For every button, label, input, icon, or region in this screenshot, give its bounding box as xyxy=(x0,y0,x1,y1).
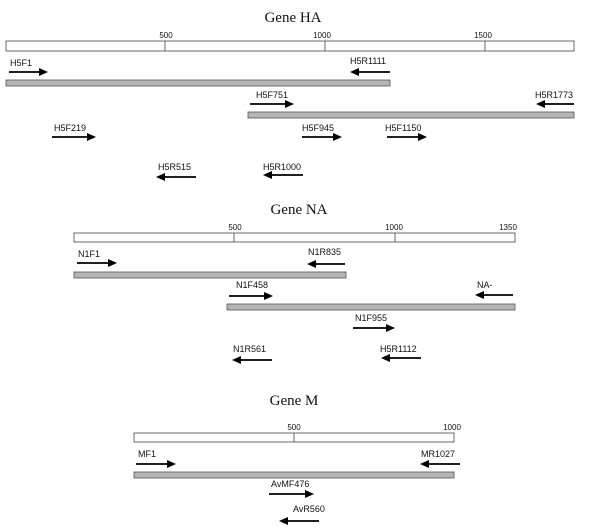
arrowhead-left-icon xyxy=(350,68,359,76)
primer-n1f458: N1F458 xyxy=(229,280,273,300)
primer-mr1027: MR1027 xyxy=(420,449,460,468)
gene-m-tick-label-1000: 1000 xyxy=(443,423,461,432)
primer-h5r515: H5R515 xyxy=(156,162,196,181)
primer-n1f1: N1F1 xyxy=(77,249,117,267)
primer-label: H5F219 xyxy=(54,123,86,133)
primer-h5r1773: H5R1773 xyxy=(535,90,574,108)
primer-label: H5F751 xyxy=(256,90,288,100)
gene-ha-tick-label-500: 500 xyxy=(159,31,173,40)
arrowhead-left-icon xyxy=(307,260,316,268)
gene-m-amplicon-mf1-mr1027 xyxy=(133,471,455,479)
gene-m-title: Gene M xyxy=(270,393,319,409)
primer-h5f1: H5F1 xyxy=(9,58,48,76)
primer-label: H5R1111 xyxy=(350,56,386,66)
primer-label: H5F1150 xyxy=(385,123,421,133)
primer-label: N1R835 xyxy=(308,247,341,257)
arrowhead-left-icon xyxy=(420,460,429,468)
gene-ha-title: Gene HA xyxy=(264,10,321,26)
arrowhead-right-icon xyxy=(39,68,48,76)
primer-n1f955: N1F955 xyxy=(353,313,395,332)
primer-h5f945: H5F945 xyxy=(302,123,342,141)
primer-h5f1150: H5F1150 xyxy=(385,123,427,141)
gene-ha-tick-label-1000: 1000 xyxy=(313,31,331,40)
primer-h5r1111: H5R1111 xyxy=(350,56,390,76)
primer-label: N1R561 xyxy=(233,344,266,354)
primer-label: H5R1000 xyxy=(263,162,301,172)
primer-label: H5F1 xyxy=(10,58,32,68)
primer-label: H5R1112 xyxy=(380,344,417,354)
primer-label: N1F458 xyxy=(236,280,268,290)
primer-h5r1112: H5R1112 xyxy=(380,344,421,362)
primer-label: AvR560 xyxy=(293,504,325,514)
gene-m-panel: Gene M 500 1000 MF1 MR1027 AvMF476 AvR56… xyxy=(133,393,461,525)
primer-mf1: MF1 xyxy=(136,449,176,468)
primer-avmf476: AvMF476 xyxy=(269,479,314,498)
arrowhead-right-icon xyxy=(87,133,96,141)
primer-h5f751: H5F751 xyxy=(250,90,294,108)
arrowhead-left-icon xyxy=(279,517,288,525)
arrowhead-left-icon xyxy=(475,291,484,299)
primer-label: H5F945 xyxy=(302,123,334,133)
gene-m-tick-label-500: 500 xyxy=(287,423,301,432)
arrowhead-right-icon xyxy=(264,292,273,300)
arrowhead-left-icon xyxy=(381,354,390,362)
primer-n1r561: N1R561 xyxy=(232,344,272,364)
arrowhead-left-icon xyxy=(263,171,272,179)
primer-label: N1F955 xyxy=(355,313,387,323)
primer-h5f219: H5F219 xyxy=(52,123,96,141)
gene-na-amplicon-n1f458-na xyxy=(226,303,516,311)
gene-na-title: Gene NA xyxy=(270,202,327,218)
arrowhead-right-icon xyxy=(305,490,314,498)
gene-ha-amplicon-h5f1-h5r1111 xyxy=(5,79,391,87)
arrowhead-right-icon xyxy=(167,460,176,468)
arrowhead-left-icon xyxy=(232,356,241,364)
arrowhead-left-icon xyxy=(536,100,545,108)
primer-label: H5R515 xyxy=(158,162,191,172)
gene-na-tick-label-500: 500 xyxy=(228,223,242,232)
gene-ha-panel: Gene HA 500 1000 1500 H5F1 H5R1111 H5F75… xyxy=(5,10,575,181)
primer-label: NA- xyxy=(477,280,493,290)
gene-ha-tick-label-1500: 1500 xyxy=(474,31,492,40)
arrowhead-right-icon xyxy=(108,259,117,267)
primer-h5r1000: H5R1000 xyxy=(263,162,303,179)
gene-na-amplicon-n1f1-n1r835 xyxy=(73,271,347,279)
gene-ha-scale-bar xyxy=(5,40,575,52)
arrowhead-right-icon xyxy=(418,133,427,141)
primer-label: N1F1 xyxy=(78,249,100,259)
arrowhead-left-icon xyxy=(156,173,165,181)
primer-avr560: AvR560 xyxy=(279,504,325,525)
primer-label: AvMF476 xyxy=(271,479,309,489)
arrowhead-right-icon xyxy=(333,133,342,141)
gene-na-scale-bar xyxy=(73,232,516,243)
gene-na-panel: Gene NA 500 1000 1350 N1F1 N1R835 N1F458… xyxy=(73,202,517,364)
primer-n1r835: N1R835 xyxy=(307,247,345,268)
primer-label: H5R1773 xyxy=(535,90,573,100)
primer-na: NA- xyxy=(475,280,513,299)
arrowhead-right-icon xyxy=(285,100,294,108)
gene-na-tick-label-1350: 1350 xyxy=(499,223,517,232)
arrowhead-right-icon xyxy=(386,324,395,332)
primer-label: MR1027 xyxy=(421,449,455,459)
gene-ha-amplicon-h5f751-h5r1773 xyxy=(247,111,575,119)
gene-na-tick-label-1000: 1000 xyxy=(385,223,403,232)
primer-label: MF1 xyxy=(138,449,156,459)
